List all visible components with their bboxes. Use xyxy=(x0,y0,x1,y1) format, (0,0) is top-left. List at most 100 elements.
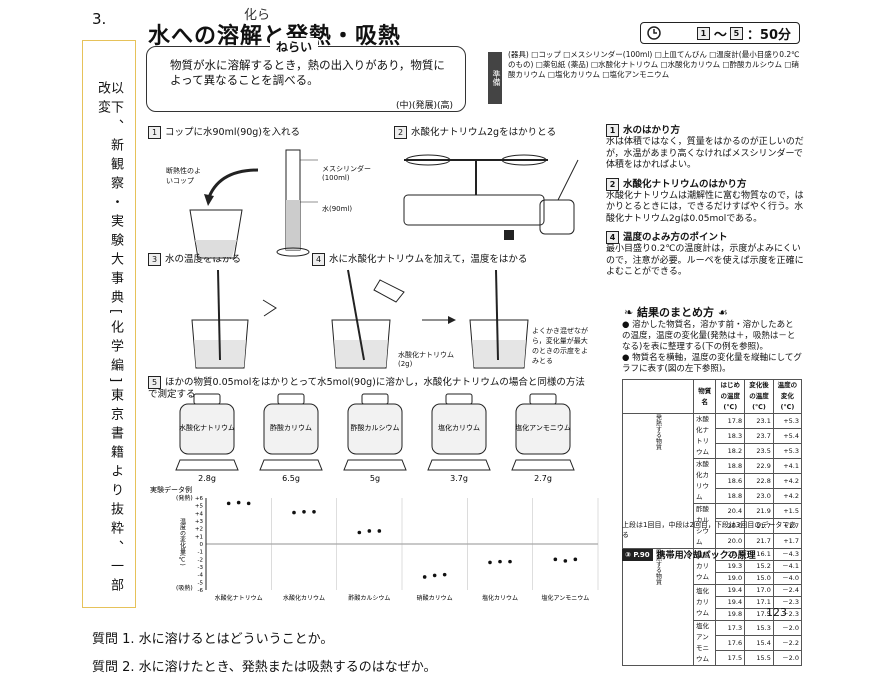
y-tick-label: -1 xyxy=(198,550,203,556)
y-tick-label: -4 xyxy=(198,573,204,579)
time-duration: 50分 xyxy=(759,27,791,43)
table-cell: 18.3 xyxy=(715,428,746,444)
table-cell: 17.6 xyxy=(715,635,746,651)
bottle-label: 塩化カリウム xyxy=(438,423,480,432)
table-cell: 15.0 xyxy=(744,572,774,585)
handwritten-note: 化ら xyxy=(244,8,271,23)
table-cell: －2.0 xyxy=(772,650,803,666)
page-number: 123 xyxy=(766,606,787,619)
data-point xyxy=(498,559,502,564)
table-cell: 22.8 xyxy=(744,473,774,489)
table-header-cell: 物質名 xyxy=(692,379,717,414)
data-point xyxy=(563,559,568,563)
cup-illustration xyxy=(189,168,259,259)
table-cell: 19.0 xyxy=(715,572,746,585)
label-cylinder: メスシリンダー(100ml) xyxy=(322,165,371,182)
table-cell: 18.8 xyxy=(715,458,746,474)
bottle-0: 水酸化ナトリウム2.8g xyxy=(175,393,239,483)
data-point xyxy=(357,530,362,535)
aim-text: 物質が水に溶解するとき，熱の出入りがあり，物質によって異なることを調べる。 xyxy=(170,58,445,87)
data-point xyxy=(312,510,316,514)
bottle-mass: 3.7g xyxy=(450,474,468,483)
table-cell: 19.4 xyxy=(715,584,746,597)
table-cell: 21.9 xyxy=(744,503,774,519)
x-tick-label: 塩化カリウム xyxy=(482,594,518,602)
table-cell: 23.0 xyxy=(744,488,774,504)
chart-title: 実験データ例 xyxy=(150,485,192,494)
bottle-3: 塩化カリウム 3.7g xyxy=(427,393,491,483)
table-cell-name: 水酸化カリウム xyxy=(692,458,717,504)
table-cell: +1.5 xyxy=(772,503,803,519)
table-header-cell: 変化後の温度(℃) xyxy=(744,379,774,414)
data-point xyxy=(292,510,296,515)
table-header-row: 物質名はじめの温度(℃)変化後の温度(℃)温度の変化(℃) xyxy=(622,379,803,414)
table-cell: 23.1 xyxy=(744,413,774,429)
table-cell: 23.7 xyxy=(744,428,774,444)
results-bullet-2: ● 物質名を横軸，温度の変化量を縦軸にしてグラフに表す(図の左下参照)。 xyxy=(622,353,802,374)
procedure-illustrations xyxy=(189,149,579,369)
y-tick-label: -5 xyxy=(198,580,204,586)
prep-text: (器具) □コップ □メスシリンダー(100ml) □上皿てんびん □温度計(最… xyxy=(508,50,800,79)
chart-ylabel-bottom: (吸熱) xyxy=(176,584,193,592)
data-point xyxy=(442,572,447,577)
bottle-mass: 2.7g xyxy=(534,474,552,483)
table-cell: 18.8 xyxy=(715,488,746,504)
data-point xyxy=(377,529,382,533)
table-header-cell xyxy=(622,379,694,414)
bottle-mass: 6.5g xyxy=(282,474,300,483)
table-cell: 15.2 xyxy=(744,560,774,573)
time-badge: 1〜 5 ：50分 xyxy=(640,22,800,44)
table-cell: －2.0 xyxy=(772,620,803,636)
y-tick-label: +6 xyxy=(195,496,204,502)
bottle-label: 塩化アンモニウム xyxy=(515,423,571,432)
time-end: 5 xyxy=(729,26,743,40)
results-heading: ❧ 結果のまとめ方 ☙ xyxy=(624,306,728,319)
reference-link[interactable]: ③ P.90 携帯用冷却パックの原理 xyxy=(622,548,802,561)
question-1: 質問 1. 水に溶けるとはどういうことか。 xyxy=(92,632,334,647)
reagent-bottles: 水酸化ナトリウム2.8g 酢酸カリウム 6.5g 酢酸カルシウム 5g 塩化カリウム 3.7… xyxy=(175,393,575,483)
bottle-mass: 5g xyxy=(370,474,380,483)
label-naoh: 水酸化ナトリウム(2g) xyxy=(398,351,454,368)
data-point xyxy=(422,575,427,579)
y-tick-label: +4 xyxy=(195,511,204,517)
label-stir: よくかき混ぜながら，変化量が最大のときの示度をよみとる xyxy=(532,327,588,365)
bottle-label: 酢酸カルシウム xyxy=(351,423,400,432)
table-cell: 18.2 xyxy=(715,443,746,459)
y-tick-label: -6 xyxy=(198,588,204,594)
bottle-label: 水酸化ナトリウム xyxy=(179,423,235,432)
table-cell: －2.2 xyxy=(772,635,803,651)
y-tick-label: +5 xyxy=(195,504,204,510)
table-cell-name: 塩化アンモニウム xyxy=(692,620,717,666)
table-cell: 17.8 xyxy=(715,413,746,429)
aim-tag: (中)(発展)(高) xyxy=(396,101,454,111)
clock-icon xyxy=(647,26,661,44)
table-cell: 15.4 xyxy=(744,635,774,651)
table-cell: 17.0 xyxy=(744,584,774,597)
prep-label: 準備 xyxy=(488,52,502,104)
label-water: 水(90ml) xyxy=(322,205,353,213)
table-note: 上段は1回目，中段は2回目，下段は3回目のデータである xyxy=(622,521,797,539)
data-point xyxy=(488,560,492,565)
data-point xyxy=(367,529,372,533)
source-note-box: 以下、新観察・実験大事典[化学編]東京書籍より抜粋、一部改変 xyxy=(82,40,136,608)
table-cell: 19.8 xyxy=(715,608,746,621)
x-tick-label: 水酸化ナトリウム xyxy=(215,594,263,602)
label-cup: 断熱性のよいコップ xyxy=(166,167,201,185)
y-tick-label: +1 xyxy=(195,534,203,540)
y-tick-label: -2 xyxy=(198,557,203,563)
bottle-label: 酢酸カリウム xyxy=(270,423,312,432)
data-point xyxy=(553,557,558,562)
leaf-icon: ☙ xyxy=(714,306,728,319)
bottle-2: 酢酸カルシウム 5g xyxy=(343,393,407,483)
table-cell: －4.1 xyxy=(772,560,803,573)
